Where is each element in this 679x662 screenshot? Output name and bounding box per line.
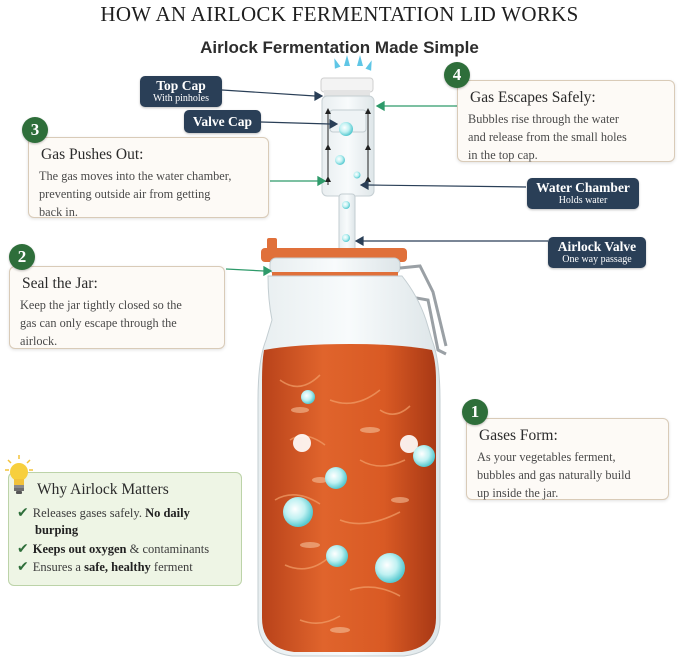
label-pointers [221,89,548,247]
why-line-1-cont: burping [35,523,79,537]
step-4-box: Gas Escapes Safely: Bubbles rise through… [457,80,675,162]
page-subtitle: Airlock Fermentation Made Simple [200,38,479,57]
airlock-valve-label: Airlock Valve One way passage [548,237,646,268]
why-line-3: ✔Ensures a safe, healthy ferment [17,559,193,575]
why-line-1: ✔Releases gases safely. No daily [17,505,190,521]
step-3-box: Gas Pushes Out: The gas moves into the w… [28,137,269,219]
lightbulb-icon [5,455,33,494]
step-1-box: Gases Form: As your vegetables ferment, … [466,418,669,500]
valve-chamber-shape [321,95,375,197]
airlock-valve-sub: One way passage [562,254,632,265]
step-3-text: The gas moves into the water chamber, pr… [39,169,232,219]
top-cap-shape [320,77,374,98]
step-2-text: Keep the jar tightly closed so the gas c… [20,298,182,348]
jar-lid [261,238,407,278]
water-chamber-sub: Holds water [558,195,608,206]
water-chamber-title: Water Chamber [536,180,630,195]
why-line-2: ✔Keeps out oxygen & contaminants [17,541,210,557]
step-4-number: 4 [444,62,470,88]
why-heading: Why Airlock Matters [37,481,169,498]
step-4-text: Bubbles rise through the water and relea… [468,112,627,162]
step-2-heading: Seal the Jar: [22,275,98,292]
valve-cap-label: Valve Cap [184,110,261,133]
step-1-heading: Gases Form: [479,427,558,444]
jar-body [257,275,441,657]
top-cap-title: Top Cap [156,78,206,93]
step-1-text: As your vegetables ferment, bubbles and … [477,450,631,500]
page-title: HOW AN AIRLOCK FERMENTATION LID WORKS [100,2,579,26]
step-pointers [225,100,458,277]
step-2-box: Seal the Jar: Keep the jar tightly close… [9,266,225,349]
step-4-heading: Gas Escapes Safely: [470,89,596,106]
step-3-heading: Gas Pushes Out: [41,146,144,163]
airlock-valve-title: Airlock Valve [557,239,637,254]
airlock-stem [338,193,356,259]
step-3-number: 3 [22,117,48,143]
top-cap-sub: With pinholes [153,93,209,104]
step-2-number: 2 [9,244,35,270]
valve-cap-title: Valve Cap [192,114,253,129]
step-1-number: 1 [462,399,488,425]
check-icon: ✔ [17,559,29,575]
why-airlock-box: Why Airlock Matters ✔Releases gases safe… [8,472,242,586]
water-chamber-label: Water Chamber Holds water [527,178,639,209]
escape-bubbles [334,55,372,71]
check-icon: ✔ [17,541,29,557]
top-cap-label: Top Cap With pinholes [140,76,222,107]
check-icon: ✔ [17,505,29,521]
